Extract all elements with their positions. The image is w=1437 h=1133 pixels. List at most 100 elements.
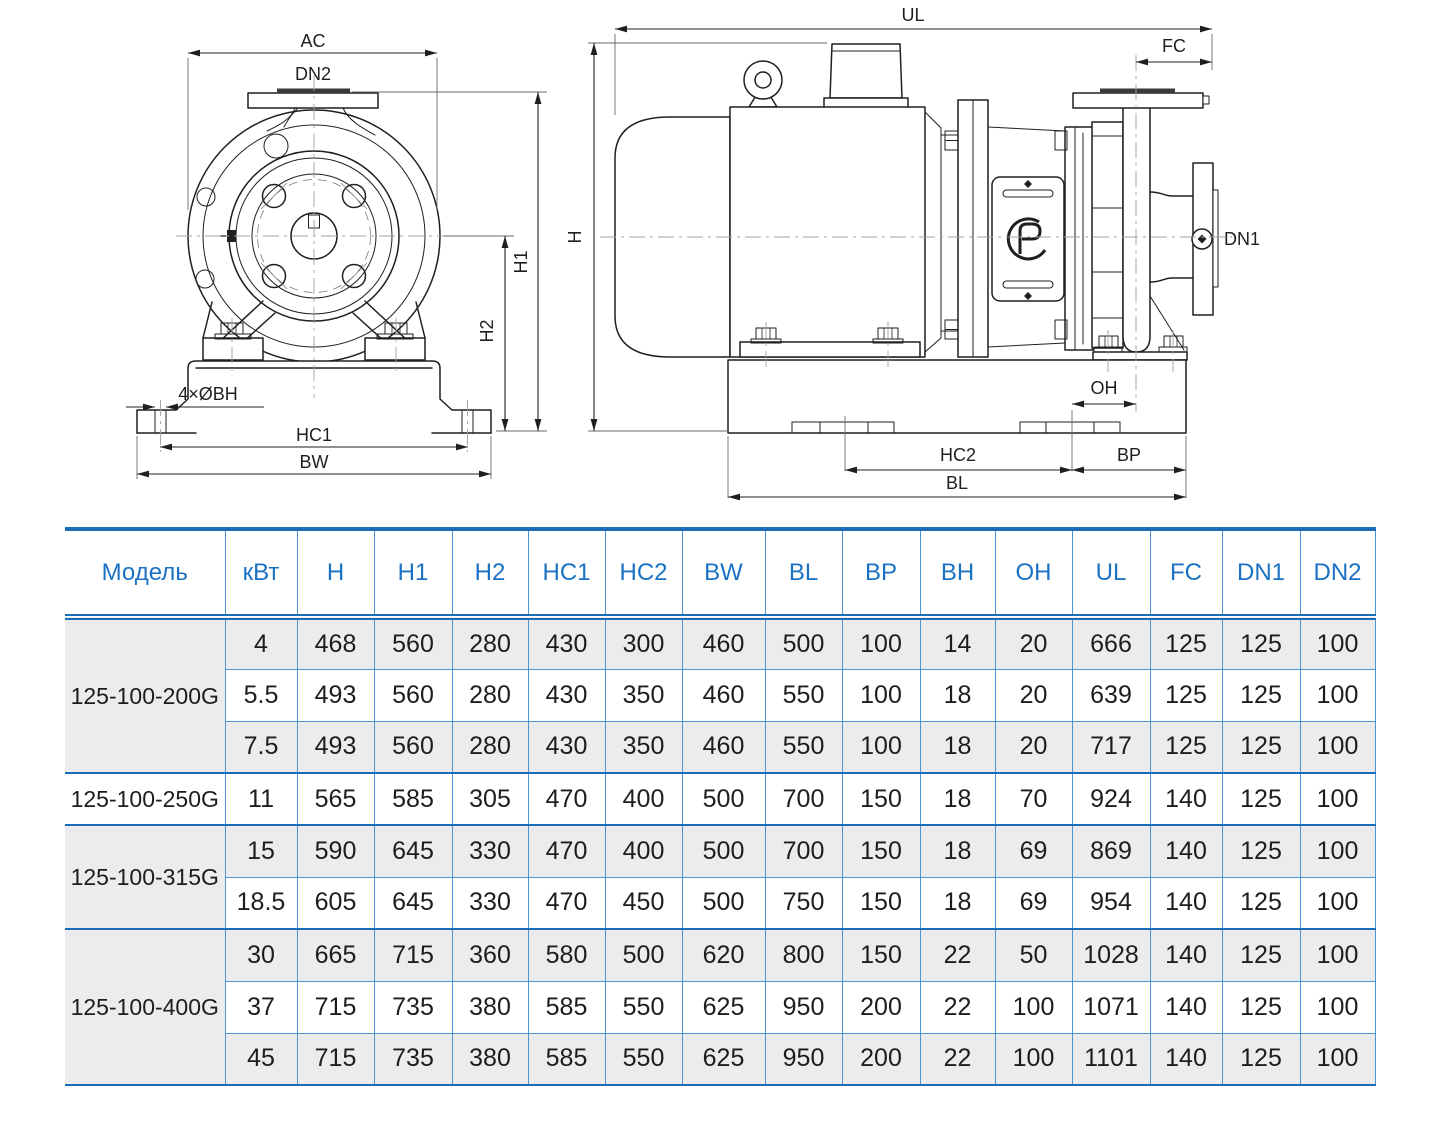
spec-cell: 45 (224, 1032, 297, 1085)
spec-cell: 470 (527, 824, 605, 877)
spec-cell: 18 (919, 720, 995, 773)
lifting-eye (743, 60, 783, 100)
spec-cell: 280 (451, 668, 528, 721)
spec-cell: 380 (451, 1032, 528, 1085)
spec-cell: 100 (1299, 772, 1376, 825)
spec-cell: 715 (373, 928, 452, 981)
spec-cell: 625 (681, 1032, 765, 1085)
spec-cell: 5.5 (224, 668, 297, 721)
dim-label-fc: FC (1162, 36, 1186, 56)
column-header-DN2: DN2 (1299, 529, 1376, 620)
spec-cell: 280 (451, 720, 528, 773)
spec-cell: 460 (681, 617, 765, 669)
spec-cell: 430 (527, 617, 605, 669)
spec-cell: 1101 (1071, 1032, 1150, 1085)
spec-cell: 330 (451, 876, 528, 929)
spec-cell: 350 (604, 720, 682, 773)
spec-cell: 100 (841, 617, 920, 669)
spec-cell: 100 (1299, 824, 1376, 877)
spec-cell: 125 (1221, 980, 1300, 1033)
spec-cell: 350 (604, 668, 682, 721)
spec-cell: 125 (1149, 720, 1222, 773)
spec-cell: 750 (764, 876, 842, 929)
spec-cell: 735 (373, 980, 452, 1033)
spec-cell: 125 (1221, 824, 1300, 877)
spec-cell: 70 (994, 772, 1072, 825)
spec-cell: 100 (1299, 720, 1376, 773)
spec-cell: 500 (681, 772, 765, 825)
spec-cell: 150 (841, 824, 920, 877)
spec-cell: 140 (1149, 1032, 1222, 1085)
spec-cell: 400 (604, 824, 682, 877)
dim-label-dn1: DN1 (1224, 229, 1260, 249)
spec-cell: 100 (841, 720, 920, 773)
spec-cell: 100 (841, 668, 920, 721)
spec-cell: 665 (296, 928, 374, 981)
spec-cell: 625 (681, 980, 765, 1033)
motor-body (729, 106, 926, 358)
spec-cell: 493 (296, 668, 374, 721)
spec-cell: 450 (604, 876, 682, 929)
dim-label-h: H (565, 231, 585, 244)
column-header-DN1: DN1 (1221, 529, 1300, 620)
spec-cell: 150 (841, 772, 920, 825)
spec-cell: 869 (1071, 824, 1150, 877)
spec-cell: 1028 (1071, 928, 1150, 981)
spec-cell: 715 (296, 1032, 374, 1085)
spec-cell: 735 (373, 1032, 452, 1085)
dim-label-hc1: HC1 (296, 425, 332, 445)
spec-cell: 100 (994, 1032, 1072, 1085)
spec-cell: 580 (527, 928, 605, 981)
dim-label-ul: UL (901, 5, 924, 25)
spec-cell: 305 (451, 772, 528, 825)
spec-cell: 200 (841, 1032, 920, 1085)
spec-cell: 700 (764, 772, 842, 825)
spec-cell: 140 (1149, 928, 1222, 981)
dim-label-oh: OH (1091, 378, 1118, 398)
spec-cell: 430 (527, 668, 605, 721)
column-header-H: H (296, 529, 374, 620)
spec-cell: 585 (527, 1032, 605, 1085)
spec-cell: 50 (994, 928, 1072, 981)
spec-cell: 15 (224, 824, 297, 877)
discharge-flange-side (1072, 92, 1204, 109)
spec-cell: 645 (373, 876, 452, 929)
spec-cell: 30 (224, 928, 297, 981)
spec-cell: 140 (1149, 980, 1222, 1033)
spec-cell: 125 (1149, 617, 1222, 669)
spec-cell: 620 (681, 928, 765, 981)
spec-cell: 18.5 (224, 876, 297, 929)
spec-cell: 69 (994, 876, 1072, 929)
column-header-H2: H2 (451, 529, 528, 620)
spec-cell: 140 (1149, 876, 1222, 929)
dim-label-h2: H2 (477, 319, 497, 342)
spec-cell: 360 (451, 928, 528, 981)
spec-cell: 717 (1071, 720, 1150, 773)
spec-cell: 300 (604, 617, 682, 669)
spec-cell: 100 (1299, 1032, 1376, 1085)
model-cell: 125-100-315G (65, 824, 225, 929)
dim-label-hc2: HC2 (940, 445, 976, 465)
spec-cell: 950 (764, 1032, 842, 1085)
discharge-flange-front (247, 92, 379, 109)
column-header-BW: BW (681, 529, 765, 620)
dim-label-bl: BL (946, 473, 968, 493)
spec-cell: 585 (527, 980, 605, 1033)
spec-cell: 20 (994, 617, 1072, 669)
column-header-HC2: HC2 (604, 529, 682, 620)
terminal-box (829, 43, 903, 99)
spec-cell: 125 (1221, 720, 1300, 773)
spec-cell: 11 (224, 772, 297, 825)
spec-cell: 560 (373, 720, 452, 773)
column-header-BP: BP (841, 529, 920, 620)
spec-cell: 666 (1071, 617, 1150, 669)
spec-cell: 125 (1221, 1032, 1300, 1085)
spec-cell: 125 (1221, 928, 1300, 981)
spec-cell: 280 (451, 617, 528, 669)
dim-label-dn2: DN2 (295, 64, 331, 84)
spec-cell: 560 (373, 668, 452, 721)
